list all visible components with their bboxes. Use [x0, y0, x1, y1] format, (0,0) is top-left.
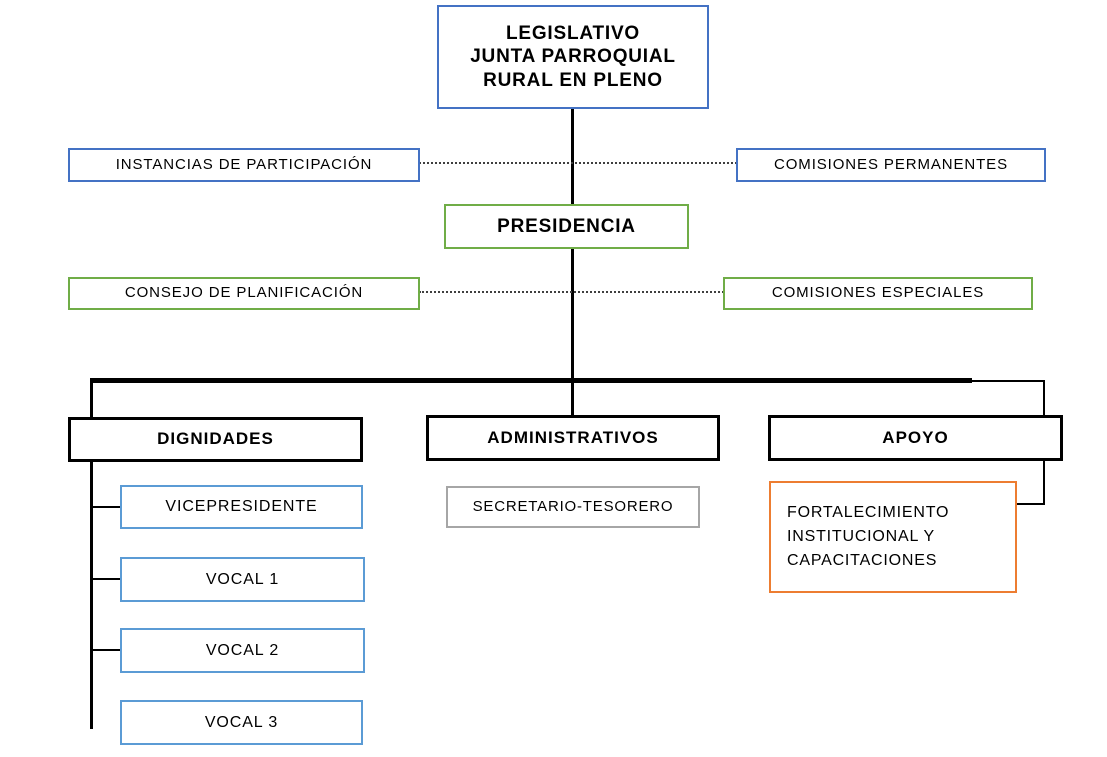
- node-vocal-1-label: VOCAL 1: [205, 570, 280, 588]
- node-legislativo-label: LEGISLATIVO JUNTA PARROQUIAL RURAL EN PL…: [470, 23, 676, 91]
- connector-bar-to-apoyo: [1043, 380, 1045, 418]
- connector-dotted-consejo-especiales: [419, 291, 724, 293]
- connector-horizontal-bar-extension: [968, 380, 1045, 382]
- node-secretario-tesorero[interactable]: SECRETARIO-TESORERO: [446, 486, 700, 528]
- node-vocal-3-label: VOCAL 3: [204, 713, 279, 731]
- node-instancias-participacion-label: INSTANCIAS DE PARTICIPACIÓN: [115, 155, 373, 173]
- connector-dotted-participacion-comisiones: [419, 162, 737, 164]
- node-dignidades[interactable]: DIGNIDADES: [68, 417, 363, 462]
- node-vocal-2-label: VOCAL 2: [205, 641, 280, 659]
- node-vicepresidente[interactable]: VICEPRESIDENTE: [120, 485, 363, 529]
- connector-legislativo-presidencia: [571, 109, 574, 204]
- connector-stub-vocal-2: [90, 649, 121, 651]
- node-vocal-3[interactable]: VOCAL 3: [120, 700, 363, 745]
- node-comisiones-permanentes-label: COMISIONES PERMANENTES: [774, 155, 1008, 173]
- connector-stub-vocal-1: [90, 578, 121, 580]
- connector-stub-vicepresidente: [90, 506, 121, 508]
- node-comisiones-especiales-label: COMISIONES ESPECIALES: [771, 284, 985, 302]
- node-fortalecimiento-institucional[interactable]: FORTALECIMIENTO INSTITUCIONAL Y CAPACITA…: [769, 481, 1017, 593]
- node-vicepresidente-label: VICEPRESIDENTE: [165, 498, 318, 516]
- node-comisiones-permanentes[interactable]: COMISIONES PERMANENTES: [736, 148, 1046, 182]
- connector-horizontal-bar: [90, 378, 972, 383]
- connector-dignidades-spine: [90, 458, 93, 729]
- connector-bar-to-administrativos: [571, 378, 574, 418]
- node-dignidades-label: DIGNIDADES: [157, 429, 274, 449]
- node-apoyo-label: APOYO: [882, 427, 949, 447]
- node-comisiones-especiales[interactable]: COMISIONES ESPECIALES: [723, 277, 1033, 310]
- node-instancias-participacion[interactable]: INSTANCIAS DE PARTICIPACIÓN: [68, 148, 420, 182]
- connector-bar-to-dignidades: [90, 378, 93, 422]
- node-vocal-1[interactable]: VOCAL 1: [120, 557, 365, 602]
- node-presidencia[interactable]: PRESIDENCIA: [444, 204, 689, 249]
- node-consejo-planificacion-label: CONSEJO DE PLANIFICACIÓN: [124, 284, 364, 302]
- node-legislativo[interactable]: LEGISLATIVO JUNTA PARROQUIAL RURAL EN PL…: [437, 5, 709, 109]
- connector-presidencia-trunk: [571, 249, 574, 382]
- node-apoyo[interactable]: APOYO: [768, 415, 1063, 461]
- connector-apoyo-drop: [1043, 461, 1045, 504]
- node-administrativos-label: ADMINISTRATIVOS: [487, 427, 659, 447]
- node-fortalecimiento-institucional-label: FORTALECIMIENTO INSTITUCIONAL Y CAPACITA…: [787, 504, 950, 569]
- node-vocal-2[interactable]: VOCAL 2: [120, 628, 365, 673]
- node-consejo-planificacion[interactable]: CONSEJO DE PLANIFICACIÓN: [68, 277, 420, 310]
- node-administrativos[interactable]: ADMINISTRATIVOS: [426, 415, 720, 461]
- connector-apoyo-to-fortalecimiento: [1015, 503, 1045, 505]
- node-presidencia-label: PRESIDENCIA: [497, 215, 636, 237]
- node-secretario-tesorero-label: SECRETARIO-TESORERO: [472, 497, 674, 515]
